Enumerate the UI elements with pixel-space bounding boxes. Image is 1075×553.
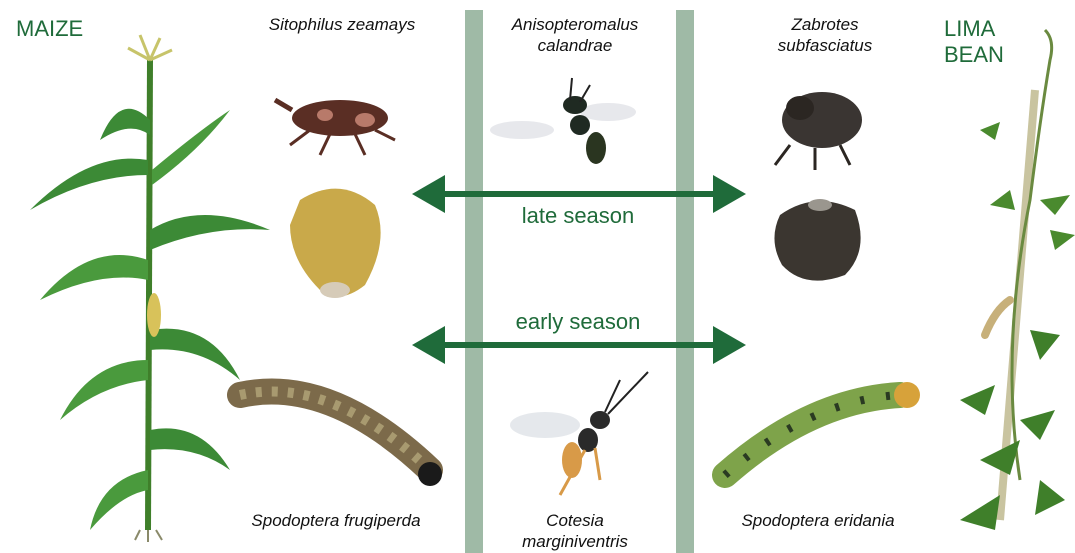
maize-weevil-icon — [275, 100, 395, 155]
spodoptera-frugiperda-label: Spodoptera frugiperda — [226, 510, 446, 531]
fall-armyworm-icon — [240, 392, 442, 486]
zabrotes-label: Zabrotes subfasciatus — [760, 14, 890, 56]
lima-bean-plant-icon — [960, 30, 1075, 530]
early-season-label: early season — [478, 309, 678, 335]
sitophilus-label: Sitophilus zeamays — [242, 14, 442, 35]
maize-kernel-icon — [290, 189, 381, 298]
cotesia-wasp-icon — [510, 372, 648, 495]
spodoptera-eridania-label: Spodoptera eridania — [718, 510, 918, 531]
maize-label: MAIZE — [16, 16, 83, 42]
zabrotes-beetle-icon — [775, 92, 862, 170]
southern-armyworm-icon — [725, 382, 920, 475]
lima-bean-label-line1: LIMA — [944, 16, 1004, 42]
cotesia-label: Cotesia marginiventris — [505, 510, 645, 552]
late-season-label: late season — [478, 203, 678, 229]
anisopteromalus-wasp-icon — [490, 78, 636, 164]
anisopteromalus-label: Anisopteromalus calandrae — [500, 14, 650, 56]
lima-bean-label-line2: BEAN — [944, 42, 1004, 68]
lima-bean-label: LIMA BEAN — [944, 16, 1004, 68]
maize-plant-icon — [30, 35, 270, 542]
lima-bean-seed-icon — [774, 199, 860, 281]
